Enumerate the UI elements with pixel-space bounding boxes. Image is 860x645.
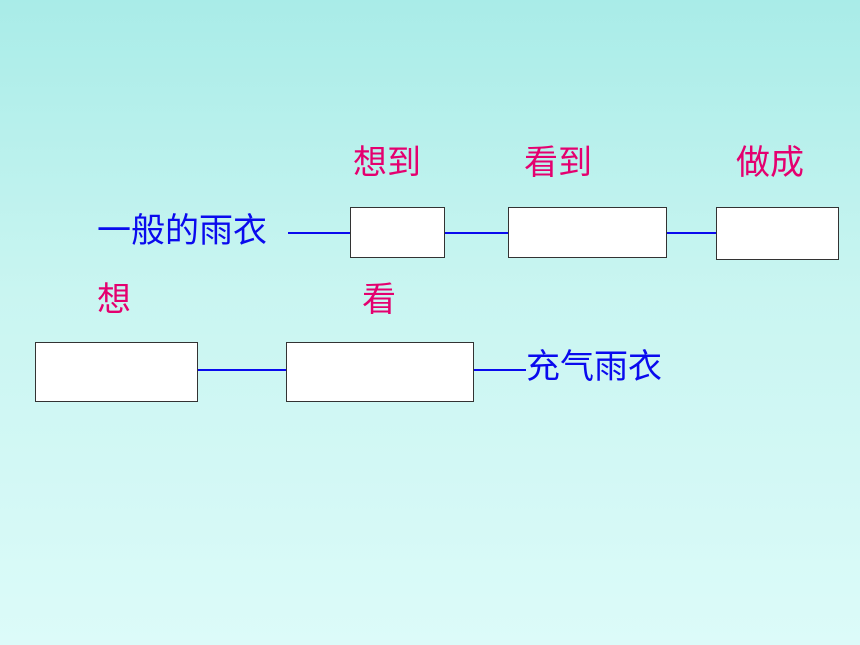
blank-box-xiangdao	[350, 207, 445, 258]
blank-box-kan	[286, 342, 474, 402]
end-label-inflatable-raincoat: 充气雨衣	[526, 347, 662, 387]
connector-line	[288, 232, 351, 234]
start-label-ordinary-raincoat: 一般的雨衣	[97, 211, 267, 251]
heading-xiangdao: 想到	[353, 143, 421, 183]
heading-kandao: 看到	[524, 143, 592, 183]
heading-zuocheng: 做成	[736, 143, 804, 183]
heading-xiang: 想	[97, 280, 131, 320]
connector-line	[667, 232, 717, 234]
connector-line	[198, 369, 287, 371]
blank-box-kandao	[508, 207, 667, 258]
connector-line	[474, 369, 526, 371]
blank-box-xiang	[35, 342, 198, 402]
connector-line	[445, 232, 509, 234]
blank-box-zuocheng	[716, 207, 839, 260]
heading-kan: 看	[362, 280, 396, 320]
